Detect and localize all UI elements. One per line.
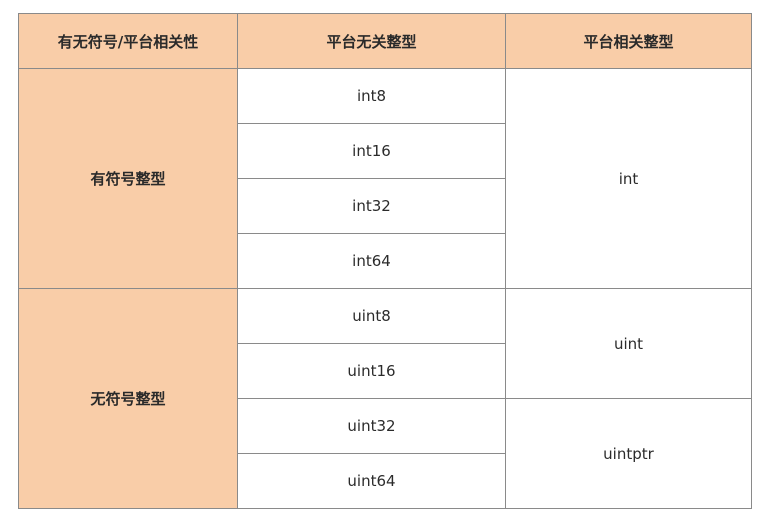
type-cell-int64: int64 [237, 233, 506, 289]
type-cell-int8: int8 [237, 68, 506, 124]
table-row: uint32 uintptr [19, 398, 752, 509]
type-cell-uint16: uint16 [237, 343, 506, 399]
type-cell-uint8: uint8 [237, 288, 506, 344]
table-row: uint16 [19, 343, 752, 399]
type-cell-uintptr: uintptr [505, 398, 752, 509]
integer-types-table: 有无符号/平台相关性 平台无关整型 平台相关整型 有符号整型 int8 int … [18, 13, 752, 509]
type-cell-uint32: uint32 [237, 398, 506, 454]
header-signedness-platform: 有无符号/平台相关性 [18, 13, 238, 69]
table-row: int32 [19, 178, 752, 234]
signed-integer-label: 有符号整型 [18, 68, 238, 289]
table-row: 有符号整型 int8 int [18, 68, 752, 289]
integer-types-table-container: 有无符号/平台相关性 平台无关整型 平台相关整型 有符号整型 int8 int … [18, 13, 752, 509]
table-row: uint64 [19, 453, 752, 509]
header-platform-independent: 平台无关整型 [237, 13, 506, 69]
type-cell-uint: uint [505, 288, 752, 399]
type-cell-int: int [505, 68, 752, 289]
type-cell-int32: int32 [237, 178, 506, 234]
header-row: 有无符号/平台相关性 平台无关整型 平台相关整型 [18, 13, 752, 69]
unsigned-integer-label: 无符号整型 [18, 288, 238, 509]
type-cell-uint64: uint64 [237, 453, 506, 509]
type-cell-int16: int16 [237, 123, 506, 179]
header-platform-dependent: 平台相关整型 [505, 13, 752, 69]
table-row: int16 [19, 123, 752, 179]
table-row: 无符号整型 uint8 uint [18, 288, 752, 509]
